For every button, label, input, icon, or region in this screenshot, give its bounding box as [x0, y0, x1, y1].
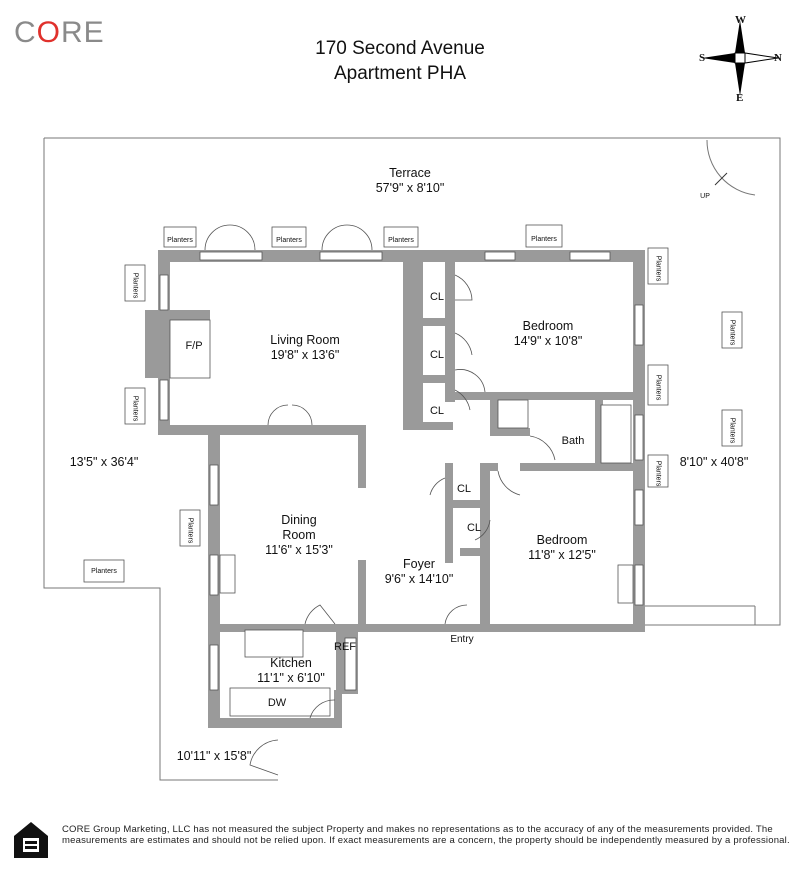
terrace-outline-west — [43, 138, 278, 781]
equal-housing-icon — [14, 822, 48, 858]
fireplace-label: F/P — [185, 340, 203, 352]
closet-label: CL — [429, 291, 445, 303]
east-terrace-dims: 8'10" x 40'8" — [679, 455, 749, 469]
closet-label: CL — [456, 483, 472, 495]
planter-label: Planters — [131, 272, 139, 299]
planter-label: Planters — [654, 255, 662, 282]
west-terrace-dims: 13'5" x 36'4" — [69, 455, 139, 469]
planter-label: Planters — [167, 237, 193, 244]
bath-label: Bath — [561, 435, 585, 447]
planter-label: Planters — [531, 236, 557, 243]
planters — [83, 224, 743, 583]
entry-label: Entry — [450, 634, 474, 645]
planter-label: Planters — [131, 395, 139, 422]
compass-north: N — [774, 52, 782, 64]
dishwasher-label: DW — [267, 697, 287, 709]
apartment-title: Apartment PHA — [334, 63, 466, 84]
planter-label: Planters — [654, 374, 662, 401]
compass-west: W — [735, 14, 746, 26]
planter-label: Planters — [186, 517, 194, 544]
planter-label: Planters — [91, 568, 117, 575]
planter-label: Planters — [654, 460, 662, 487]
compass-south: S — [699, 52, 706, 64]
planter-label: Planters — [728, 417, 736, 444]
planter-label: Planters — [276, 237, 302, 244]
disclaimer-text: CORE Group Marketing, LLC has not measur… — [62, 824, 790, 846]
refrigerator-label: REF — [334, 641, 356, 653]
doors — [204, 224, 556, 776]
closet-label: CL — [429, 405, 445, 417]
compass-east: E — [736, 92, 744, 104]
planter-label: Planters — [728, 319, 736, 346]
stairs-up-label: UP — [700, 193, 710, 200]
closet-label: CL — [429, 349, 445, 361]
south-terrace-dims: 10'11" x 15'8" — [176, 749, 252, 763]
terrace-outline — [44, 137, 781, 626]
core-logo: CORE — [14, 16, 105, 49]
planter-label: Planters — [388, 237, 414, 244]
address-title: 170 Second Avenue — [315, 38, 485, 59]
windows — [159, 251, 644, 717]
stair-arc — [706, 139, 756, 196]
closet-label: CL — [466, 522, 482, 534]
compass-rose-icon — [702, 20, 779, 96]
